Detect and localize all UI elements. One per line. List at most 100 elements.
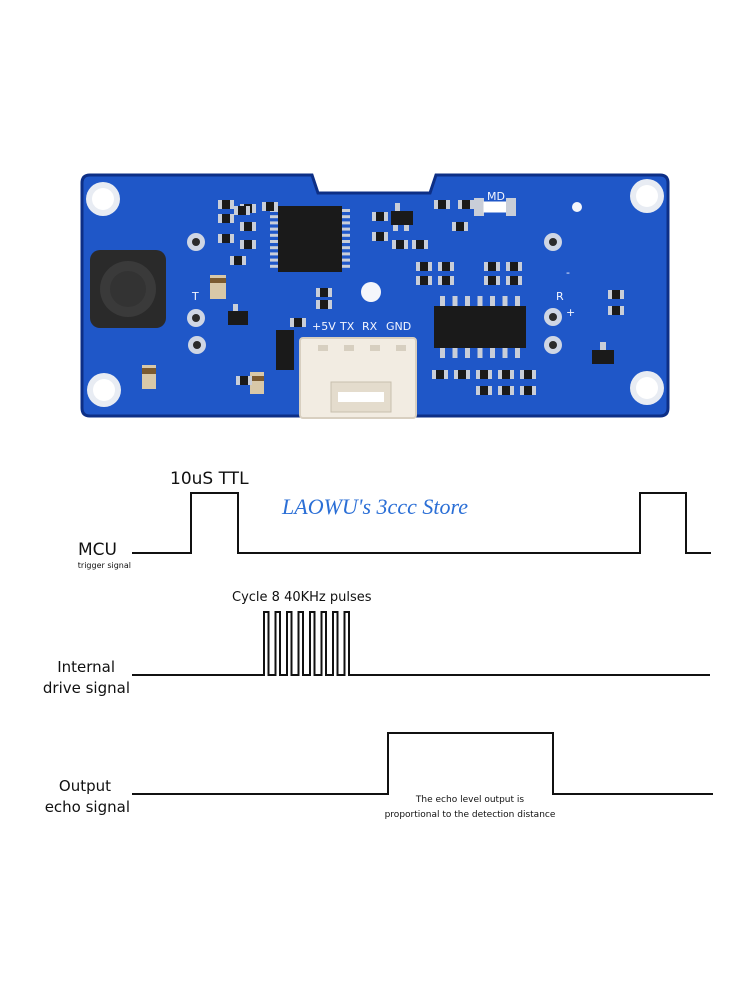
- drive-label-line2: drive signal: [43, 679, 130, 697]
- md-component: [474, 198, 516, 216]
- ic-pin: [515, 296, 520, 306]
- smd-pad: [262, 202, 266, 211]
- smd-pad: [620, 306, 624, 315]
- smd-pad: [488, 370, 492, 379]
- smd-part: [412, 240, 428, 249]
- smd-part: [498, 386, 514, 395]
- smd-pad: [466, 370, 470, 379]
- ic-pin: [270, 221, 278, 225]
- smd-part: [234, 206, 250, 215]
- transistor: [391, 203, 413, 231]
- store-watermark: LAOWU's 3ccc Store: [281, 494, 468, 519]
- smd-pad: [234, 206, 238, 215]
- transistor: [592, 342, 614, 364]
- ic-pin: [342, 264, 350, 268]
- echo-note-line1: The echo level output is: [415, 795, 524, 805]
- smd-pad: [506, 262, 510, 271]
- echo-label-line2: echo signal: [45, 798, 130, 816]
- transistor: [228, 304, 248, 325]
- smd-pad: [444, 370, 448, 379]
- smd-part: [416, 276, 432, 285]
- pcb-board: MD T R - + +5V TX RX GND: [80, 173, 670, 419]
- smd-pad: [532, 386, 536, 395]
- smd-pad: [464, 222, 468, 231]
- smd-pad: [248, 376, 252, 385]
- smd-pad: [498, 370, 502, 379]
- mcu-sublabel: trigger signal: [78, 561, 131, 570]
- smd-part: [432, 370, 448, 379]
- ic-pin: [270, 240, 278, 243]
- smd-pad: [290, 318, 294, 327]
- smd-part: [520, 386, 536, 395]
- smd-pad: [412, 240, 416, 249]
- silk-plus: +: [566, 306, 575, 319]
- smd-part: [230, 256, 246, 265]
- smd-part: [262, 202, 278, 211]
- smd-pad: [316, 300, 320, 309]
- smd-part: [240, 222, 256, 231]
- silk-5v: +5V: [312, 320, 336, 333]
- ic-pin: [270, 227, 278, 231]
- smd-pad: [520, 386, 524, 395]
- silk-rx: RX: [362, 320, 378, 333]
- smd-pad: [240, 240, 244, 249]
- smd-pad: [384, 212, 388, 221]
- smd-pad: [242, 256, 246, 265]
- smd-pad: [518, 276, 522, 285]
- ic-pin: [477, 348, 483, 358]
- silkscreen-labels: MD T R - + +5V TX RX GND: [191, 190, 575, 333]
- mcu-label: MCU: [78, 540, 117, 560]
- ic-pin: [342, 258, 350, 262]
- smd-pad: [416, 276, 420, 285]
- smd-pad: [510, 386, 514, 395]
- smd-part: [316, 288, 332, 297]
- ic-pin: [342, 240, 350, 243]
- echo-note-line2: proportional to the detection distance: [385, 810, 556, 820]
- smd-pad: [438, 276, 442, 285]
- smd-part: [506, 262, 522, 271]
- smd-pad: [218, 234, 222, 243]
- smd-pad: [458, 200, 462, 209]
- smd-pad: [454, 370, 458, 379]
- mounting-holes: [86, 179, 664, 407]
- smd-pad: [428, 276, 432, 285]
- inductor: [90, 250, 166, 328]
- ic-pin: [452, 296, 458, 306]
- ic-pin: [270, 233, 278, 237]
- smd-pad: [446, 200, 450, 209]
- drive-pulse-label: Cycle 8 40KHz pulses: [232, 590, 372, 605]
- smd-pad: [274, 202, 278, 211]
- smd-pad: [432, 370, 436, 379]
- ic-pin: [342, 221, 350, 225]
- smd-pad: [230, 214, 234, 223]
- capacitor: [142, 368, 156, 374]
- smd-part: [236, 376, 252, 385]
- ic-pin: [502, 348, 508, 358]
- jst-connector: [276, 330, 417, 419]
- smd-pad: [252, 222, 256, 231]
- timing-labels: MCU trigger signal 10uS TTL Cycle 8 40KH…: [43, 469, 556, 820]
- smd-pad: [424, 240, 428, 249]
- drive-label-line1: Internal: [57, 658, 115, 676]
- capacitor: [250, 372, 264, 394]
- smd-part: [476, 370, 492, 379]
- smd-components: [218, 200, 624, 395]
- smd-pad: [218, 214, 222, 223]
- ic-pin: [342, 233, 350, 237]
- silk-gnd: GND: [386, 320, 411, 333]
- ic-chip-soic: [434, 296, 526, 358]
- smd-part: [372, 232, 388, 241]
- smd-pad: [252, 240, 256, 249]
- smd-pad: [488, 386, 492, 395]
- smd-pad: [372, 212, 376, 221]
- through-holes: [187, 233, 562, 354]
- smd-pad: [484, 262, 488, 271]
- smd-pad: [434, 200, 438, 209]
- ic-pin: [440, 296, 445, 306]
- ic-pin: [270, 215, 278, 219]
- capacitor: [210, 278, 226, 283]
- smd-part: [484, 276, 500, 285]
- ic-pin: [452, 348, 458, 358]
- smd-part: [506, 276, 522, 285]
